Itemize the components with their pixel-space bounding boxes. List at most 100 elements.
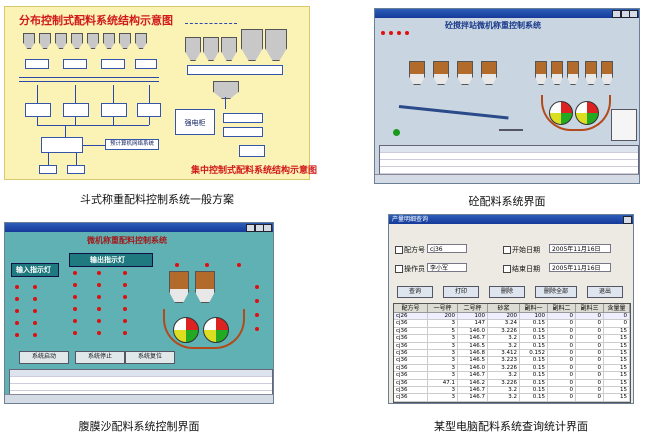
table-cell[interactable]: 0.152 (520, 350, 548, 358)
table-cell[interactable]: 3.2 (488, 342, 520, 350)
option-panel[interactable] (611, 109, 637, 141)
system-stop-button[interactable]: 系统停止 (75, 351, 125, 364)
start-date-picker[interactable]: 2005年11月16日 (549, 244, 611, 253)
table-cell[interactable]: 0 (548, 372, 576, 380)
column-header[interactable]: 副料一 (520, 304, 548, 313)
column-header[interactable]: 砂浆 (488, 304, 520, 313)
table-cell[interactable]: 146.7 (458, 387, 488, 395)
table-cell[interactable]: 3.24 (488, 320, 520, 328)
table-cell[interactable]: cj36 (394, 327, 428, 336)
table-cell[interactable]: 3.2 (488, 372, 520, 380)
table-cell[interactable]: cj36 (394, 372, 428, 380)
table-cell[interactable]: 47.1 (428, 379, 458, 387)
table-cell[interactable]: 0 (576, 364, 604, 373)
table-cell[interactable]: 200 (488, 313, 520, 321)
minimize-button[interactable] (246, 224, 255, 232)
table-cell[interactable]: 146.2 (458, 379, 488, 387)
table-cell[interactable]: 3.412 (488, 350, 520, 358)
table-cell[interactable]: 0 (576, 372, 604, 380)
table-cell[interactable]: 0.15 (520, 372, 548, 380)
exit-button[interactable]: 退出 (587, 286, 623, 298)
table-cell[interactable]: 3.226 (488, 327, 520, 336)
table-cell[interactable]: 146.7 (458, 335, 488, 343)
table-cell[interactable]: 0.15 (520, 327, 548, 336)
table-cell[interactable]: 15 (604, 379, 630, 387)
table-cell[interactable]: 15 (604, 394, 630, 402)
table-cell[interactable]: 0 (604, 320, 630, 328)
table-cell[interactable]: 15 (604, 335, 630, 343)
table-cell[interactable]: 3 (428, 387, 458, 395)
table-cell[interactable]: 146.0 (458, 364, 488, 373)
formula-select[interactable]: cj36 (427, 244, 467, 253)
table-cell[interactable]: 0 (576, 313, 604, 321)
table-cell[interactable]: cj36 (394, 342, 428, 350)
table-cell[interactable]: 0 (576, 335, 604, 343)
table-cell[interactable]: 0 (576, 379, 604, 387)
table-cell[interactable]: 0.15 (520, 335, 548, 343)
table-cell[interactable]: 0 (576, 320, 604, 328)
table-cell[interactable]: 0 (548, 342, 576, 350)
table-cell[interactable]: 15 (604, 357, 630, 365)
table-cell[interactable]: 0 (576, 387, 604, 395)
column-header[interactable]: 副料三 (576, 304, 604, 313)
table-cell[interactable]: 3 (428, 342, 458, 350)
table-cell[interactable]: 3.2 (488, 335, 520, 343)
table-cell[interactable]: 0 (604, 313, 630, 321)
close-button[interactable] (263, 224, 272, 232)
table-cell[interactable]: 15 (604, 372, 630, 380)
table-cell[interactable]: 0 (548, 364, 576, 373)
start-date-checkbox[interactable] (503, 246, 511, 254)
delete-button[interactable]: 删除 (489, 286, 525, 298)
table-cell[interactable]: 0.15 (520, 357, 548, 365)
table-cell[interactable]: 0 (548, 394, 576, 402)
table-cell[interactable]: cj36 (394, 350, 428, 358)
table-cell[interactable]: cj36 (394, 379, 428, 387)
table-cell[interactable]: 146.5 (458, 357, 488, 365)
end-date-checkbox[interactable] (503, 265, 511, 273)
table-cell[interactable]: 0.15 (520, 379, 548, 387)
table-cell[interactable]: 0 (548, 335, 576, 343)
table-cell[interactable]: 0.15 (520, 387, 548, 395)
table-cell[interactable]: 100 (520, 313, 548, 321)
table-cell[interactable]: 0 (576, 327, 604, 336)
table-cell[interactable]: 3 (428, 364, 458, 373)
table-cell[interactable]: 0.15 (520, 320, 548, 328)
table-cell[interactable]: cj36 (394, 364, 428, 373)
print-button[interactable]: 打印 (443, 286, 479, 298)
operator-select[interactable]: 李小军 (427, 263, 467, 272)
table-cell[interactable]: 146.0 (458, 327, 488, 336)
table-cell[interactable]: 3 (428, 335, 458, 343)
table-cell[interactable]: 3 (428, 372, 458, 380)
table-cell[interactable]: 200 (428, 313, 458, 321)
table-cell[interactable]: 15 (604, 364, 630, 373)
query-button[interactable]: 查询 (397, 286, 433, 298)
table-cell[interactable]: 3.2 (488, 387, 520, 395)
table-cell[interactable]: 0 (548, 387, 576, 395)
table-cell[interactable]: cj26 (394, 313, 428, 321)
close-button[interactable] (629, 10, 638, 18)
end-date-picker[interactable]: 2005年11月16日 (549, 263, 611, 272)
column-header[interactable]: 含量量 (604, 304, 630, 313)
table-cell[interactable]: cj36 (394, 357, 428, 365)
table-cell[interactable]: 0 (548, 313, 576, 321)
table-cell[interactable]: 0 (576, 394, 604, 402)
table-cell[interactable]: 0 (548, 350, 576, 358)
table-cell[interactable]: 147 (458, 320, 488, 328)
column-header[interactable]: 配方号 (394, 304, 428, 313)
table-cell[interactable]: 0 (548, 379, 576, 387)
table-cell[interactable]: 0 (576, 357, 604, 365)
table-cell[interactable]: 0 (548, 320, 576, 328)
system-start-button[interactable]: 系统启动 (19, 351, 69, 364)
table-cell[interactable]: 0 (548, 327, 576, 336)
table-cell[interactable]: 146.5 (458, 342, 488, 350)
table-cell[interactable]: 0.15 (520, 394, 548, 402)
table-cell[interactable]: 15 (604, 342, 630, 350)
table-cell[interactable]: cj36 (394, 320, 428, 328)
system-reset-button[interactable]: 系统复位 (125, 351, 175, 364)
table-cell[interactable]: 100 (458, 313, 488, 321)
table-cell[interactable]: 0 (576, 342, 604, 350)
column-header[interactable]: 副料二 (548, 304, 576, 313)
table-cell[interactable]: cj36 (394, 394, 428, 402)
table-cell[interactable]: 3 (428, 350, 458, 358)
column-header[interactable]: 二号秤 (458, 304, 488, 313)
